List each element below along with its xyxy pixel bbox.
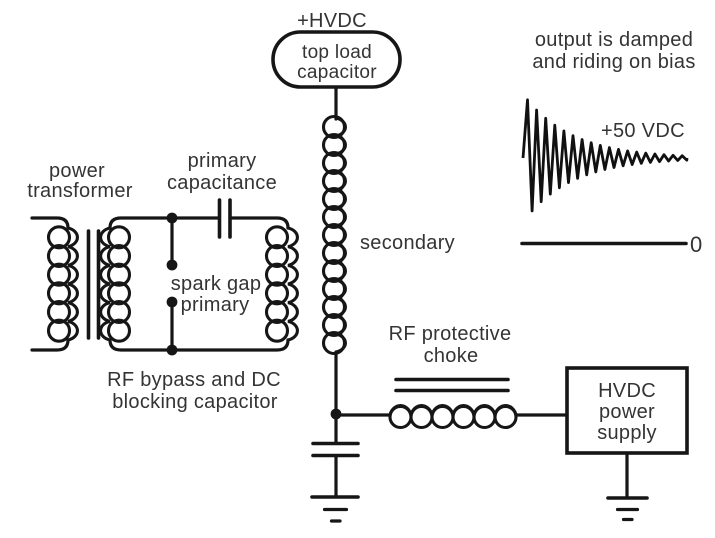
output-waveform-inset: output is damped and riding on bias +50 … xyxy=(520,29,703,257)
coil-loop xyxy=(106,243,132,269)
coil-loop xyxy=(46,299,72,325)
spark-gap-upper-electrode-dot xyxy=(166,259,178,271)
top-load-terminal: +HVDC top load capacitor xyxy=(271,10,402,89)
coil-loop xyxy=(106,281,132,306)
coil-loop xyxy=(264,262,290,287)
damped-oscillation-waveform xyxy=(521,98,689,213)
zero-label: 0 xyxy=(690,232,703,257)
tank-top-wire-right xyxy=(229,216,290,230)
coil-loop xyxy=(106,262,132,287)
spark-gap-lower-electrode-dot xyxy=(166,296,178,308)
hvdc-power-supply: HVDC power supply xyxy=(565,366,689,522)
choke-label-line1: RF protective xyxy=(389,323,512,345)
coil-loop xyxy=(264,225,290,250)
hvdc-supply-label-line1: HVDC xyxy=(598,380,656,402)
transformer-primary-bottom-lead xyxy=(30,338,70,352)
tank-top-wire-left xyxy=(108,216,220,230)
coil-loop xyxy=(264,281,290,306)
ground-symbol xyxy=(310,495,360,523)
choke-label-line2: choke xyxy=(424,345,479,367)
coil-loop xyxy=(46,225,72,250)
coil-loop xyxy=(264,243,290,269)
coil-loop xyxy=(46,318,72,343)
choke-coil xyxy=(388,404,518,430)
hvdc-supply-label-line3: supply xyxy=(597,422,657,444)
ground-symbol xyxy=(606,496,649,522)
coil-loop xyxy=(264,299,290,325)
coil-spine xyxy=(334,116,347,354)
secondary-label: secondary xyxy=(360,232,455,254)
bypass-capacitor-label-line2: blocking capacitor xyxy=(112,391,278,413)
bypass-capacitor-label-line1: RF bypass and DC xyxy=(107,369,281,391)
hvdc-power-supply-box xyxy=(565,366,689,455)
tank-bottom-wire xyxy=(108,338,290,352)
rf-protective-choke: RF protective choke xyxy=(334,323,569,430)
coil-loop xyxy=(106,318,132,343)
primary-tank-circuit: primary capacitance spark gap primary RF… xyxy=(107,150,299,413)
coil-spine xyxy=(286,226,299,342)
secondary-coil xyxy=(321,114,347,356)
coil-loop xyxy=(264,318,290,343)
primary-coil-label: primary xyxy=(181,294,250,316)
hvdc-voltage-label: +HVDC xyxy=(297,10,367,32)
coil-loop xyxy=(46,243,72,269)
power-transformer-label-line2: transformer xyxy=(27,180,133,202)
primary-capacitance-label-line1: primary xyxy=(188,150,257,172)
coil-loop xyxy=(46,262,72,287)
primary-capacitance-label-line2: capacitance xyxy=(167,172,277,194)
junction-dot xyxy=(166,212,178,224)
power-transformer: power transformer xyxy=(27,160,133,352)
waveform-annotation-line2: and riding on bias xyxy=(532,51,695,73)
coil-loop xyxy=(46,281,72,306)
power-transformer-label-line1: power xyxy=(49,160,105,182)
transformer-secondary-winding-coil xyxy=(99,225,132,343)
transformer-primary-winding-coil xyxy=(46,225,79,343)
coil-spine xyxy=(388,404,518,417)
coil-spine xyxy=(66,226,79,342)
bias-level-label: +50 VDC xyxy=(601,120,685,142)
secondary-coil-section: secondary xyxy=(321,85,455,420)
coil-loop xyxy=(106,299,132,325)
transformer-primary-top-lead xyxy=(30,216,70,230)
coil-spine xyxy=(99,226,112,342)
hvdc-supply-label-line2: power xyxy=(599,401,655,423)
primary-coil xyxy=(264,225,299,343)
spark-gap-label: spark gap xyxy=(171,273,262,295)
top-load-label-line2: capacitor xyxy=(297,62,377,83)
junction-dot xyxy=(166,344,178,356)
top-load-label-line1: top load xyxy=(302,42,372,63)
waveform-annotation-line1: output is damped xyxy=(535,29,693,51)
coil-loop xyxy=(106,225,132,250)
bypass-capacitor-and-ground xyxy=(310,412,360,523)
